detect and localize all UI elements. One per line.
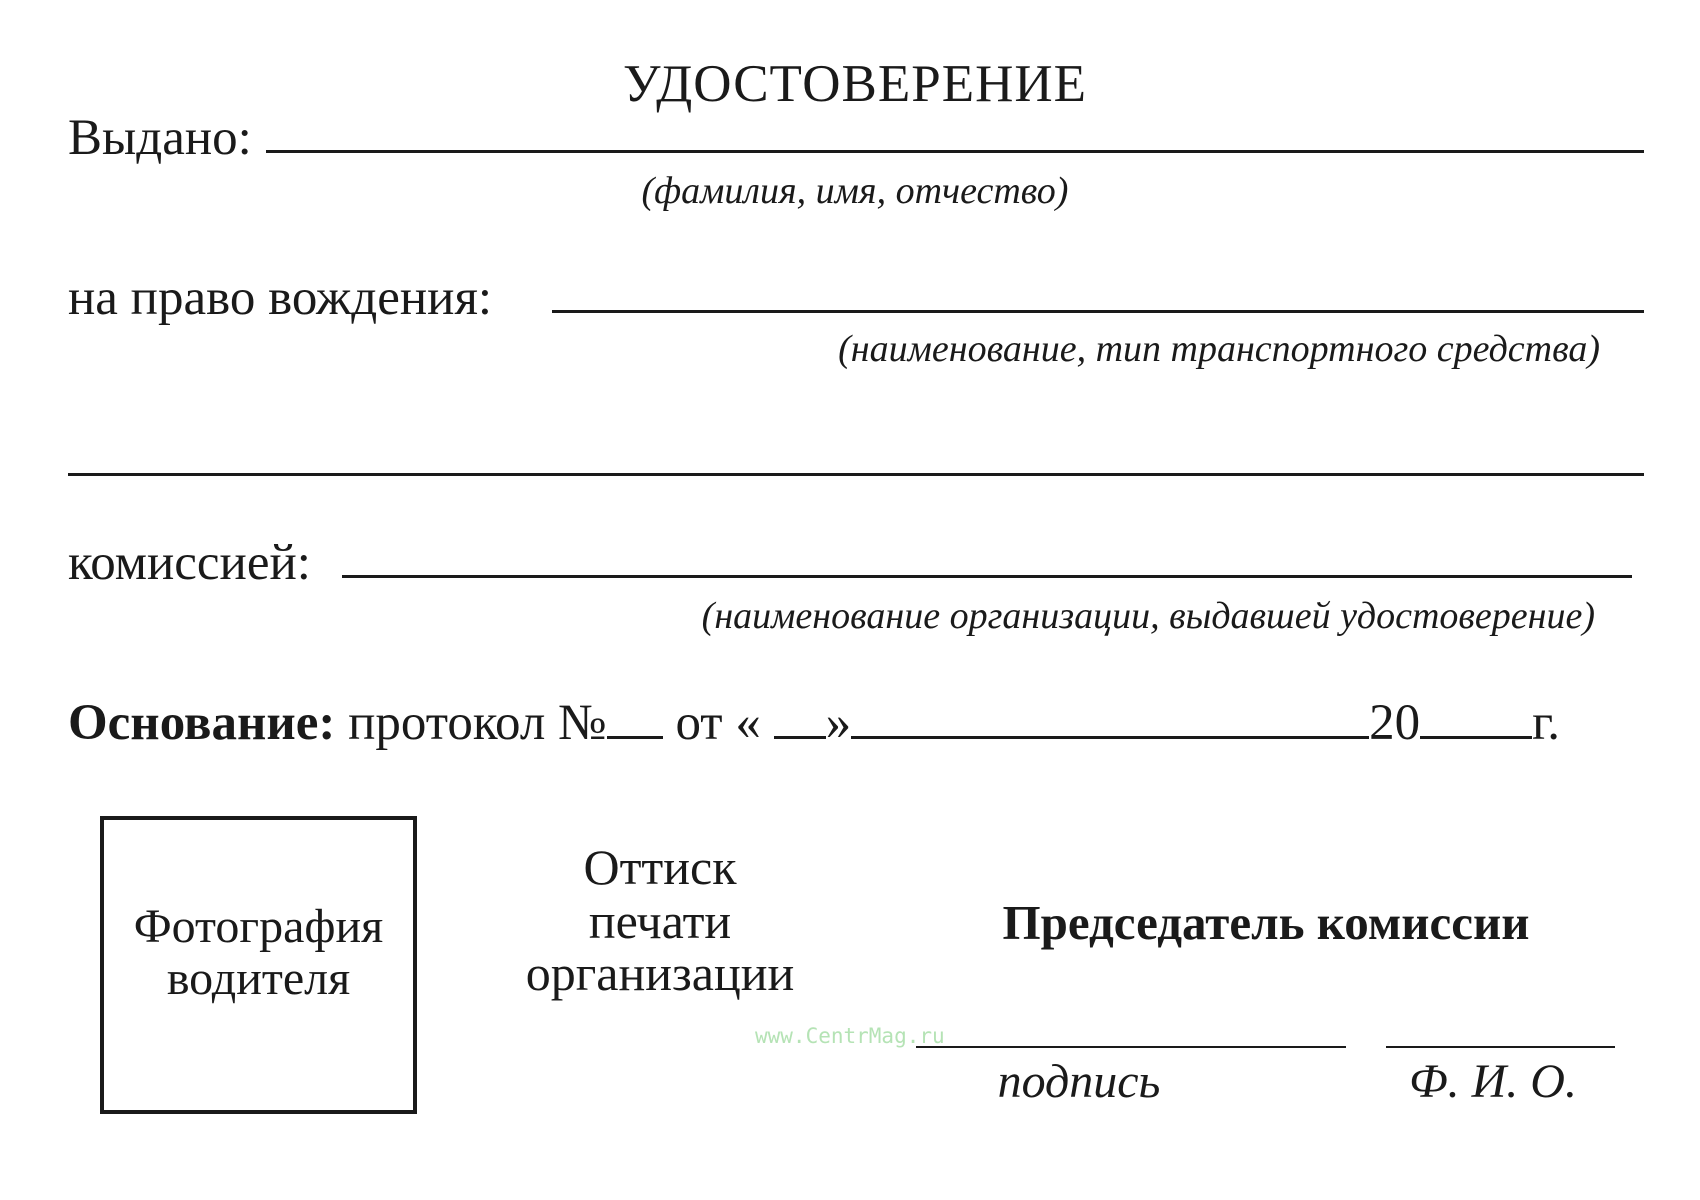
basis-label: Основание:: [68, 695, 336, 751]
close-quote: »: [825, 695, 852, 751]
commission-label: комиссией:: [68, 535, 311, 591]
stamp-label-line2: печати: [588, 893, 732, 949]
year-field[interactable]: [1420, 736, 1533, 739]
basis-row: Основание: протокол № от « » 20 г.: [68, 698, 1560, 749]
driver-photo-box[interactable]: [100, 816, 417, 1114]
driving-right-field[interactable]: [552, 310, 1644, 313]
protocol-label: протокол №: [348, 695, 607, 751]
from-label: от «: [675, 695, 761, 751]
day-field[interactable]: [773, 736, 826, 739]
issued-to-hint: (фамилия, имя, отчество): [641, 170, 1069, 212]
driving-right-hint: (наименование, тип транспортного средств…: [838, 328, 1600, 370]
issued-to-field[interactable]: [266, 150, 1644, 153]
photo-label-line1: Фотография: [133, 900, 384, 953]
commission-hint: (наименование организации, выдавшей удос…: [701, 595, 1595, 637]
signature-hint: подпись: [997, 1055, 1161, 1108]
issued-to-label: Выдано:: [68, 110, 252, 166]
driving-right-label: на право вождения:: [68, 270, 493, 326]
driving-right-field-continued[interactable]: [68, 473, 1644, 476]
stamp-label-line3: организации: [525, 945, 795, 1001]
chairman-title: Председатель комиссии: [1002, 895, 1530, 950]
year-suffix: г.: [1532, 695, 1561, 751]
full-name-hint: Ф. И. О.: [1409, 1055, 1577, 1108]
signature-field[interactable]: [916, 1046, 1346, 1048]
stamp-label-line1: Оттиск: [583, 839, 737, 895]
month-field[interactable]: [851, 736, 1370, 739]
full-name-field[interactable]: [1386, 1046, 1615, 1048]
watermark: www.CentrMag.ru: [755, 1024, 945, 1048]
year-prefix: 20: [1369, 695, 1421, 751]
commission-field[interactable]: [342, 575, 1632, 578]
photo-label-line2: водителя: [166, 952, 351, 1005]
document-title: УДОСТОВЕРЕНИЕ: [622, 55, 1088, 113]
protocol-number-field[interactable]: [606, 736, 663, 739]
